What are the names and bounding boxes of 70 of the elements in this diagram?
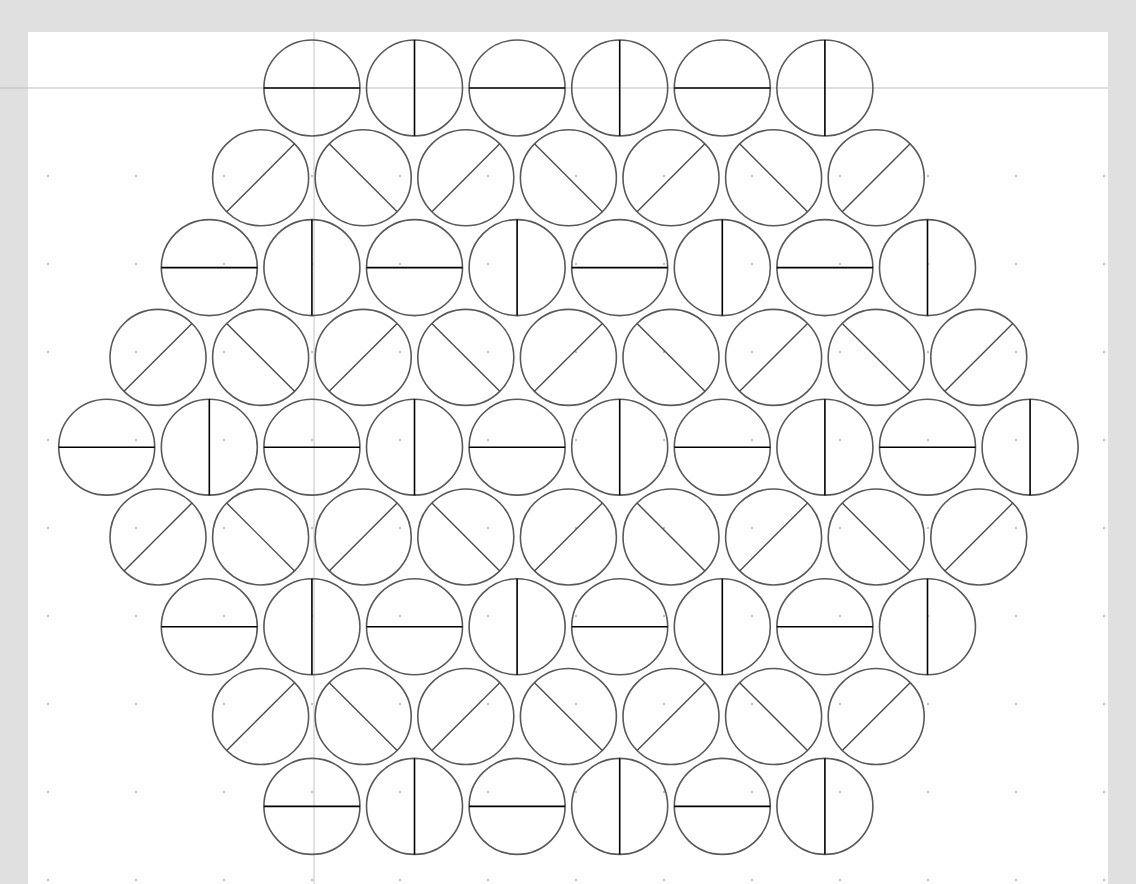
divided-circle — [468, 398, 566, 496]
divided-circle — [673, 218, 772, 317]
divided-circle — [160, 577, 259, 676]
divided-circle — [314, 488, 412, 586]
divided-circle — [981, 398, 1079, 496]
divided-circle — [211, 308, 310, 407]
divided-circle — [314, 129, 412, 227]
divided-circle — [263, 398, 361, 496]
divided-circle — [570, 218, 669, 317]
divided-circle — [776, 398, 874, 496]
divided-circle — [673, 757, 772, 856]
divided-circle — [827, 488, 925, 586]
divided-circle — [930, 488, 1028, 586]
divided-circle — [724, 308, 823, 407]
divided-circle — [417, 129, 515, 227]
divided-circle — [776, 757, 874, 856]
divided-circle — [417, 308, 515, 407]
divided-circle — [468, 218, 566, 317]
divided-circle — [776, 218, 874, 317]
divided-circle — [314, 308, 412, 407]
divided-circle — [622, 488, 720, 586]
divided-circle — [211, 129, 310, 227]
divided-circle — [570, 757, 669, 856]
divided-circle — [519, 129, 618, 227]
divided-circle — [57, 398, 156, 496]
divided-circle — [263, 218, 361, 317]
divided-circle — [263, 757, 361, 856]
divided-circle — [365, 398, 464, 496]
divided-circle — [570, 398, 669, 496]
divided-circle — [263, 577, 361, 676]
divided-circle — [365, 218, 464, 317]
divided-circle — [417, 667, 515, 766]
divided-circle — [160, 218, 259, 317]
divided-circle — [263, 39, 361, 137]
divided-circle — [673, 39, 772, 137]
divided-circle — [160, 398, 259, 496]
divided-circle — [468, 39, 566, 137]
divided-circle — [109, 308, 207, 407]
divided-circle — [827, 667, 925, 766]
divided-circle — [468, 577, 566, 676]
divided-circle — [365, 757, 464, 856]
divided-circle — [673, 577, 772, 676]
divided-circle — [724, 488, 823, 586]
divided-circle — [519, 308, 618, 407]
divided-circle — [878, 218, 977, 317]
divided-circle — [827, 129, 925, 227]
divided-circle — [622, 308, 720, 407]
divided-circle — [417, 488, 515, 586]
divided-circle — [930, 308, 1028, 407]
divided-circle — [724, 667, 823, 766]
divided-circle — [622, 129, 720, 227]
divided-circle — [365, 577, 464, 676]
divided-circle — [519, 667, 618, 766]
divided-circle — [878, 398, 977, 496]
divided-circle — [365, 39, 464, 137]
divided-circle — [878, 577, 977, 676]
divided-circle — [570, 577, 669, 676]
divided-circle — [776, 39, 874, 137]
divided-circle — [570, 39, 669, 137]
divided-circle — [827, 308, 925, 407]
divided-circle — [314, 667, 412, 766]
divided-circle — [673, 398, 772, 496]
divided-circle — [468, 757, 566, 856]
divided-circle — [211, 667, 310, 766]
divided-circle — [211, 488, 310, 586]
divided-circle — [724, 129, 823, 227]
divided-circle — [109, 488, 207, 586]
divided-circle — [622, 667, 720, 766]
divided-circle — [776, 577, 874, 676]
divided-circle — [519, 488, 618, 586]
